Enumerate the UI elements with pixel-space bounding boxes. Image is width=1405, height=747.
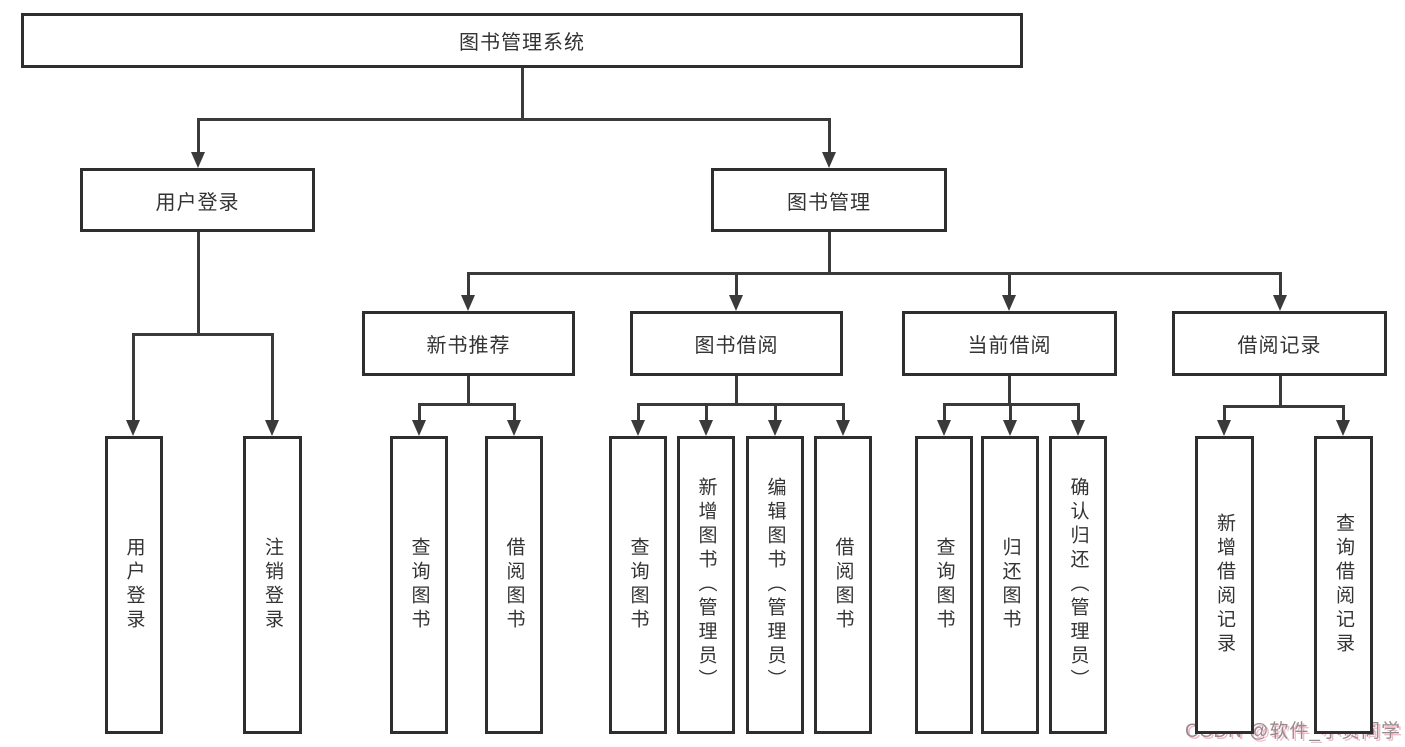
arrowhead-icon	[1273, 295, 1287, 311]
node-new-book-recommend: 新书推荐	[362, 311, 575, 376]
node-label: 注销登录	[262, 537, 283, 633]
arrowhead-icon	[822, 152, 836, 168]
node-book-management: 图书管理	[711, 168, 947, 232]
node-leaf-borrow-book-2: 借阅图书	[814, 436, 872, 734]
connector-line	[418, 403, 516, 406]
connector-line	[467, 272, 1282, 275]
node-label: 新增图书（管理员）	[695, 477, 717, 693]
node-label: 查询图书	[627, 537, 649, 633]
arrowhead-icon	[699, 420, 713, 436]
arrowhead-icon	[1336, 420, 1350, 436]
arrowhead-icon	[126, 420, 140, 436]
arrowhead-icon	[631, 420, 645, 436]
node-root: 图书管理系统	[21, 13, 1023, 68]
node-label: 查询图书	[408, 537, 430, 633]
connector-line	[637, 403, 640, 422]
node-label: 图书借阅	[694, 335, 779, 357]
node-label: 借阅图书	[832, 537, 854, 633]
connector-line	[637, 403, 845, 406]
arrowhead-icon	[461, 295, 475, 311]
node-leaf-user-login: 用户登录	[105, 436, 163, 734]
node-label: 用户登录	[155, 191, 240, 214]
connector-line	[735, 376, 738, 405]
node-leaf-edit-book: 编辑图书（管理员）	[746, 436, 804, 734]
node-leaf-query-book-2: 查询图书	[609, 436, 667, 734]
node-leaf-add-borrow-record: 新增借阅记录	[1195, 436, 1254, 734]
node-current-borrow: 当前借阅	[902, 311, 1117, 376]
connector-line	[1008, 376, 1011, 405]
connector-line	[197, 118, 200, 154]
arrowhead-icon	[1003, 420, 1017, 436]
arrowhead-icon	[1002, 295, 1016, 311]
connector-line	[467, 272, 470, 297]
arrowhead-icon	[1217, 420, 1231, 436]
arrowhead-icon	[937, 420, 951, 436]
connector-line	[1342, 405, 1345, 422]
node-leaf-return-book: 归还图书	[981, 436, 1039, 734]
connector-line	[943, 403, 946, 422]
connector-line	[521, 68, 524, 119]
node-label: 图书管理	[787, 191, 871, 214]
node-label: 借阅图书	[503, 537, 525, 633]
node-leaf-borrow-book-1: 借阅图书	[485, 436, 543, 734]
node-leaf-query-book-1: 查询图书	[390, 436, 448, 734]
node-book-borrow: 图书借阅	[630, 311, 843, 376]
connector-line	[132, 333, 274, 336]
connector-line	[1077, 403, 1080, 422]
arrowhead-icon	[1071, 420, 1085, 436]
node-label: 当前借阅	[967, 335, 1052, 357]
connector-line	[418, 403, 421, 422]
node-label: 新增借阅记录	[1214, 513, 1235, 657]
node-borrow-records: 借阅记录	[1172, 311, 1387, 376]
connector-line	[197, 232, 200, 334]
connector-line	[1279, 272, 1282, 297]
connector-line	[774, 403, 777, 422]
node-label: 借阅记录	[1237, 335, 1322, 357]
connector-line	[842, 403, 845, 422]
arrowhead-icon	[412, 420, 426, 436]
node-leaf-confirm-return: 确认归还（管理员）	[1049, 436, 1107, 734]
arrowhead-icon	[265, 420, 279, 436]
arrowhead-icon	[836, 420, 850, 436]
arrowhead-icon	[507, 420, 521, 436]
node-label: 查询图书	[933, 537, 955, 633]
node-user-login: 用户登录	[80, 168, 315, 232]
node-label: 归还图书	[999, 537, 1021, 633]
connector-line	[1009, 403, 1012, 422]
connector-line	[705, 403, 708, 422]
connector-line	[1279, 376, 1282, 407]
arrowhead-icon	[768, 420, 782, 436]
node-leaf-query-book-3: 查询图书	[915, 436, 973, 734]
node-label: 用户登录	[123, 537, 145, 633]
connector-line	[828, 232, 831, 274]
node-label: 确认归还（管理员）	[1067, 477, 1089, 693]
node-leaf-add-book: 新增图书（管理员）	[677, 436, 735, 734]
connector-line	[828, 118, 831, 154]
connector-line	[1223, 405, 1226, 422]
connector-line	[132, 333, 135, 422]
node-leaf-query-borrow-record: 查询借阅记录	[1314, 436, 1373, 734]
arrowhead-icon	[729, 295, 743, 311]
node-leaf-logout: 注销登录	[243, 436, 302, 734]
node-label: 编辑图书（管理员）	[764, 477, 786, 693]
connector-line	[1008, 272, 1011, 297]
connector-line	[197, 118, 831, 121]
connector-line	[271, 333, 274, 422]
connector-line	[467, 376, 470, 406]
node-label: 新书推荐	[426, 335, 511, 357]
arrowhead-icon	[191, 152, 205, 168]
connector-line	[513, 403, 516, 422]
node-label: 查询借阅记录	[1333, 513, 1354, 657]
connector-line	[1223, 405, 1345, 408]
node-label: 图书管理系统	[459, 32, 585, 54]
connector-line	[735, 272, 738, 297]
